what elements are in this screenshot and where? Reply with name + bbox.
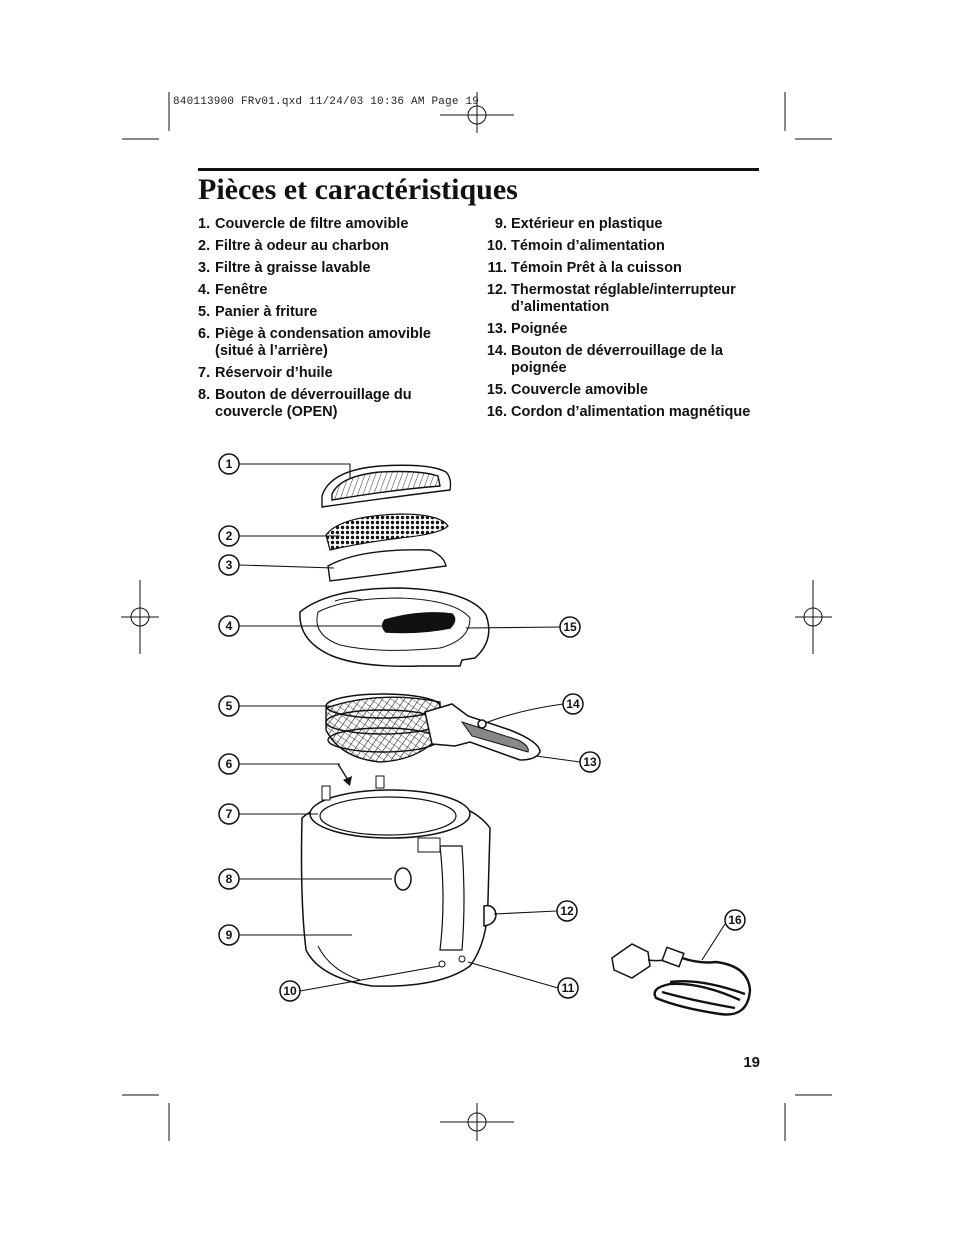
callout-13: 13 [579, 751, 601, 773]
print-slug-line: 840113900 FRv01.qxd 11/24/03 10:36 AM Pa… [173, 96, 480, 108]
list-item: 1.Couvercle de filtre amovible [198, 216, 409, 232]
list-item: 9.Extérieur en plastique [494, 216, 663, 232]
list-item: 16.Cordon d’alimentation magnétique [486, 404, 751, 420]
svg-text:1: 1 [226, 457, 233, 471]
ready-light [458, 955, 466, 963]
fryer-body [300, 775, 497, 987]
svg-text:7: 7 [226, 807, 233, 821]
svg-text:5: 5 [226, 699, 233, 713]
list-item: 3.Filtre à graisse lavable [198, 260, 371, 276]
title-rule [198, 168, 759, 171]
svg-text:11: 11 [562, 981, 575, 995]
list-item: 15.Couvercle amovible [486, 382, 648, 398]
list-item: 11.Témoin Prêt à la cuisson [487, 260, 682, 276]
list-item: 2.Filtre à odeur au charbon [198, 238, 390, 254]
callout-12: 12 [556, 900, 578, 922]
svg-text:8: 8 [226, 872, 233, 886]
page-number: 19 [743, 1054, 760, 1071]
list-item: 4.Fenêtre [198, 282, 268, 298]
callout-5: 5 [218, 695, 240, 717]
callout-6: 6 [218, 753, 240, 775]
list-item: 12.Thermostat réglable/interrupteur d’al… [486, 282, 736, 315]
svg-text:2: 2 [226, 529, 233, 543]
list-item: 6.Piège à condensation amovible (situé à… [198, 326, 431, 359]
grease-filter [327, 549, 447, 582]
svg-text:14: 14 [566, 697, 580, 711]
callout-10: 10 [279, 980, 301, 1002]
registration-mark-left [121, 580, 159, 654]
trap-arrow [337, 763, 349, 781]
list-item: 14.Bouton de déverrouillage de la poigné… [486, 343, 723, 376]
charcoal-filter [325, 513, 449, 551]
list-item: 5.Panier à friture [198, 304, 318, 320]
page-title: Pièces et caractéristiques [198, 173, 518, 206]
registration-mark-right [795, 580, 832, 654]
leader-lines [238, 463, 726, 992]
filter-cover [321, 464, 452, 508]
svg-text:12: 12 [560, 904, 574, 918]
callouts: 1 2 3 4 5 6 7 8 9 10 11 12 13 14 15 16 [218, 453, 746, 1002]
svg-text:10: 10 [283, 984, 297, 998]
basket-handle [424, 703, 541, 761]
parts-list-right: 9.Extérieur en plastique 10.Témoin d’ali… [485, 216, 775, 426]
callout-7: 7 [218, 803, 240, 825]
svg-text:6: 6 [226, 757, 233, 771]
callout-14: 14 [562, 693, 584, 715]
magnetic-cord [611, 943, 752, 1016]
list-item: 13.Poignée [486, 321, 568, 337]
callout-3: 3 [218, 554, 240, 576]
svg-text:16: 16 [728, 913, 742, 927]
svg-text:4: 4 [226, 619, 233, 633]
svg-text:3: 3 [226, 558, 233, 572]
registration-mark-bottom [440, 1103, 514, 1141]
callout-8: 8 [218, 868, 240, 890]
callout-2: 2 [218, 525, 240, 547]
callout-1: 1 [218, 453, 240, 475]
fry-basket [325, 693, 441, 763]
parts-list-left: 1.Couvercle de filtre amovible 2.Filtre … [198, 216, 473, 426]
svg-text:13: 13 [583, 755, 597, 769]
svg-text:15: 15 [563, 620, 577, 634]
power-light [438, 960, 446, 968]
list-item: 8.Bouton de déverrouillage du couvercle … [198, 387, 412, 420]
callout-11: 11 [557, 977, 579, 999]
handle-release-button [477, 719, 487, 729]
removable-lid [299, 587, 490, 667]
callout-4: 4 [218, 615, 240, 637]
callout-16: 16 [724, 909, 746, 931]
lid-window [382, 612, 456, 634]
svg-text:9: 9 [226, 928, 233, 942]
callout-15: 15 [559, 616, 581, 638]
callout-9: 9 [218, 924, 240, 946]
list-item: 7.Réservoir d’huile [198, 365, 333, 381]
list-item: 10.Témoin d’alimentation [486, 238, 665, 254]
registration-mark-top [440, 92, 514, 133]
lid-release-button [394, 867, 412, 891]
